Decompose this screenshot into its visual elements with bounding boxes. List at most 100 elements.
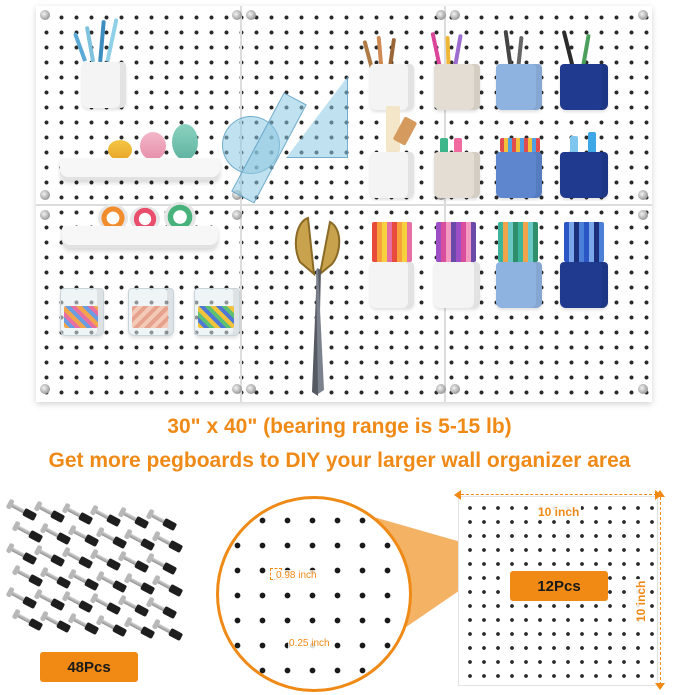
pegboard-cup-icon [434,262,480,308]
screw-anchor-icon [33,544,66,569]
pegboard-cup-icon [496,64,542,110]
pegboard-cup-icon [434,64,480,110]
screw-icon [40,10,50,20]
screw-icon [40,210,50,220]
screw-anchor-icon [151,530,184,555]
screw-anchor-icon [95,614,128,639]
screw-anchor-set [0,498,200,650]
pencils [500,138,540,152]
colored-pens [436,222,476,262]
pegboard-cup-icon [370,64,414,110]
screw-anchor-icon [145,552,178,577]
shelf-icon [60,158,220,180]
hole-diameter-label: 0.25 inch [288,638,331,649]
screw-anchor-icon [95,570,128,595]
screw-anchor-icon [67,524,100,549]
screw-icon [450,10,460,20]
screw-anchor-icon [61,502,94,527]
pegboard-photo [36,6,652,402]
screw-anchor-icon [151,574,184,599]
pegboard-cup-icon [560,262,608,308]
width-dimension-line [461,494,657,495]
colored-pens [564,222,604,262]
pegboard-cup-icon [496,152,542,198]
washi-tape [108,140,132,160]
panel-width-label: 10 inch [536,505,582,519]
screw-anchor-icon [123,572,156,597]
screw-anchor-icon [89,592,122,617]
pegboard-cup-icon [560,64,608,110]
washi-tape [140,132,166,160]
diy-expansion-text: Get more pegboards to DIY your larger wa… [48,449,631,472]
size-capacity-text: 30" x 40" (bearing range is 5-15 lb) [167,415,512,438]
binder-clips [132,306,168,328]
screw-anchor-icon [39,610,72,635]
screw-icon [436,384,446,394]
screw-anchor-icon [11,564,44,589]
panel-seam [36,204,652,206]
screw-anchor-icon [33,588,66,613]
highlighter [588,132,596,152]
screw-icon [246,384,256,394]
panel-height-label: 10 inch [634,578,648,624]
colored-pens [498,222,538,262]
screw-anchor-icon [67,568,100,593]
highlighter [454,138,462,152]
pegboard-cup-icon [370,262,414,308]
screw-anchor-icon [95,526,128,551]
height-dimension-line [660,497,661,685]
colored-pens [372,222,412,262]
screw-anchor-icon [11,520,44,545]
screw-anchor-icon [151,618,184,643]
screw-anchor-icon [5,542,38,567]
arrow-up-icon [655,490,665,497]
screw-anchor-icon [5,586,38,611]
screw-anchor-icon [5,498,38,523]
screw-anchor-icon [145,596,178,621]
screw-anchor-icon [61,546,94,571]
pegboard-cup-icon [496,262,542,308]
screw-anchor-icon [89,548,122,573]
hole-spacing-label: 0.98 inch [275,570,318,581]
screw-anchor-icon [89,504,122,529]
screw-anchor-icon [117,550,150,575]
pegboard-cup-icon [82,62,126,108]
screw-icon [40,384,50,394]
screw-icon [638,190,648,200]
washi-tape [172,124,198,160]
screw-icon [638,10,648,20]
screw-anchor-icon [117,594,150,619]
screw-anchor-icon [67,612,100,637]
screw-icon [246,10,256,20]
pegboard-cup-icon [434,152,480,198]
pegboard-cup-icon [560,152,608,198]
screw-count-badge: 48Pcs [40,652,138,682]
panel-count-badge: 12Pcs [510,571,608,601]
screw-icon [232,10,242,20]
screw-icon [450,384,460,394]
screw-icon [638,210,648,220]
hole-detail-magnifier [216,496,412,692]
screw-anchor-icon [123,616,156,641]
screw-anchor-icon [11,608,44,633]
scissors-icon [294,216,341,396]
highlighter [570,136,578,152]
paper-clips [64,306,98,328]
screw-icon [40,190,50,200]
screw-anchor-icon [39,522,72,547]
binder-clips [198,306,234,328]
screw-icon [638,384,648,394]
screw-icon [232,210,242,220]
pegboard-cup-icon [370,152,414,198]
screw-anchor-icon [123,528,156,553]
screw-anchor-icon [145,508,178,533]
shelf-icon [62,226,218,248]
screw-icon [232,190,242,200]
arrow-down-icon [655,683,665,690]
highlighter [440,138,448,152]
screw-anchor-icon [33,500,66,525]
screw-anchor-icon [117,506,150,531]
screw-anchor-icon [61,590,94,615]
arrow-left-icon [454,490,461,500]
screw-icon [232,384,242,394]
